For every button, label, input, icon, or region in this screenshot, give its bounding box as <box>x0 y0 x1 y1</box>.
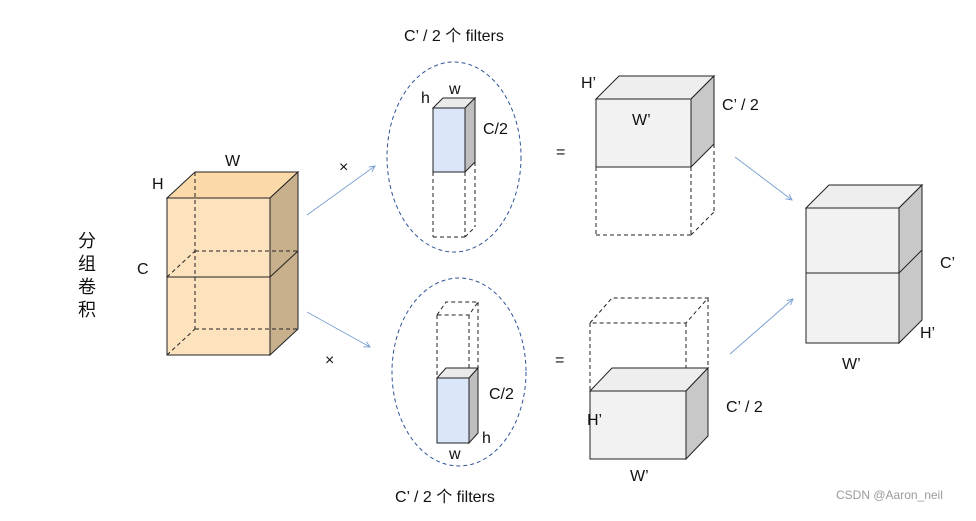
bottom-output-side-face <box>685 366 709 461</box>
bottom-filter-label-h: h <box>482 430 491 447</box>
top-filters-caption: C’ / 2 个 filters <box>404 27 504 45</box>
arrow-input-to-bottom-filter <box>306 311 370 347</box>
vertical-label-char: 分 <box>78 231 96 252</box>
top-filter-kernel <box>431 96 477 238</box>
bottom-filter-front-face <box>436 377 470 444</box>
bottom-filter-label-w: w <box>448 446 461 463</box>
input-tensor-split-side <box>269 250 299 278</box>
grouped-convolution-label: 分 组 卷 积 <box>78 231 96 321</box>
arrow-input-to-top-filter <box>306 166 375 216</box>
input-label-h: H <box>152 176 164 193</box>
top-output-label-c: C’ / 2 <box>722 97 759 114</box>
top-filter-side-face <box>464 96 476 174</box>
top-filter-front-face <box>432 107 466 173</box>
arrow-bottom-output-to-result <box>729 299 793 355</box>
equals-sign-top: = <box>556 144 565 161</box>
input-label-c: C <box>137 261 149 278</box>
bottom-filter-remainder-top <box>436 301 479 316</box>
top-filter-group-ellipse <box>386 61 522 253</box>
result-label-h: H’ <box>920 325 935 342</box>
multiply-sign-bottom: × <box>325 352 334 369</box>
bottom-filters-caption: C’ / 2 个 filters <box>395 488 495 506</box>
bottom-filter-side-face <box>468 366 479 445</box>
vertical-label-char: 卷 <box>78 277 96 298</box>
result-label-c: C’ <box>940 255 955 272</box>
top-output-front-face <box>595 98 692 168</box>
bottom-filter-group-ellipse <box>391 277 527 467</box>
input-tensor-hidden-edge <box>166 328 196 356</box>
bottom-output-empty-top <box>588 297 710 324</box>
bottom-output-front-face <box>589 390 687 460</box>
input-tensor <box>165 170 300 357</box>
result-front-face <box>805 207 900 344</box>
top-output-label-h: H’ <box>581 75 596 92</box>
vertical-label-char: 组 <box>78 254 96 275</box>
bottom-output-label-h: H’ <box>587 412 602 429</box>
arrow-top-output-to-result <box>734 156 792 200</box>
top-output-tensor <box>594 74 716 236</box>
result-side-face <box>898 183 923 345</box>
top-filter-remainder-edge <box>464 226 476 238</box>
top-output-label-w: W’ <box>632 112 651 129</box>
bottom-output-label-w: W’ <box>630 468 649 485</box>
top-filter-label-w: w <box>448 81 461 98</box>
vertical-label-char: 积 <box>78 300 96 321</box>
top-filter-label-h: h <box>421 90 430 107</box>
input-tensor-hidden-split <box>166 250 196 278</box>
result-label-w: W’ <box>842 356 861 373</box>
equals-sign-bottom: = <box>555 352 564 369</box>
top-output-empty-edge <box>690 211 715 236</box>
bottom-filter-label-c: C/2 <box>489 386 514 403</box>
bottom-output-label-c: C’ / 2 <box>726 399 763 416</box>
result-tensor <box>804 183 924 345</box>
top-filter-label-c: C/2 <box>483 121 508 138</box>
bottom-output-tensor <box>588 297 710 461</box>
watermark: CSDN @Aaron_neil <box>836 488 943 502</box>
result-split-side <box>898 249 923 274</box>
bottom-filter-kernel <box>435 301 480 445</box>
multiply-sign-top: × <box>339 159 348 176</box>
input-label-w: W <box>225 153 241 170</box>
